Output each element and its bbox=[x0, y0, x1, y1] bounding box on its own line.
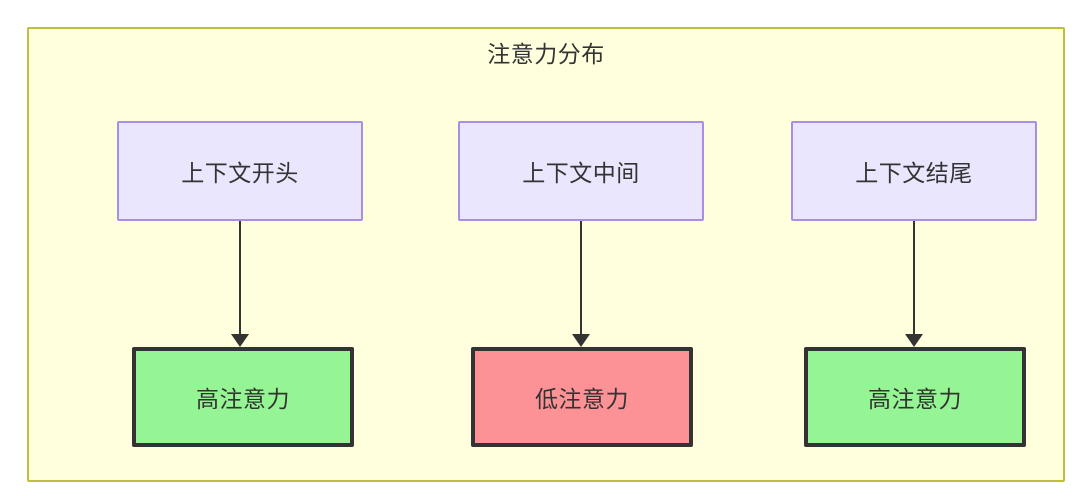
node-context-end-label: 上下文结尾 bbox=[855, 160, 973, 186]
edge-start-to-high-attention-line bbox=[239, 221, 241, 335]
node-context-middle-label: 上下文中间 bbox=[522, 160, 640, 186]
node-low-attention-middle-label: 低注意力 bbox=[535, 386, 629, 412]
edge-end-to-high-attention-line bbox=[913, 221, 915, 335]
node-high-attention-end[interactable]: 高注意力 bbox=[804, 347, 1026, 447]
node-low-attention-middle[interactable]: 低注意力 bbox=[471, 347, 693, 447]
node-high-attention-start[interactable]: 高注意力 bbox=[132, 347, 354, 447]
arrow-head-icon bbox=[905, 334, 923, 347]
node-context-middle[interactable]: 上下文中间 bbox=[458, 121, 704, 221]
node-high-attention-start-label: 高注意力 bbox=[196, 386, 290, 412]
node-context-start-label: 上下文开头 bbox=[181, 160, 299, 186]
arrow-head-icon bbox=[231, 334, 249, 347]
edge-middle-to-low-attention-line bbox=[580, 221, 582, 335]
node-high-attention-end-label: 高注意力 bbox=[868, 386, 962, 412]
attention-distribution-subgraph: 注意力分布 上下文开头 上下文中间 上下文结尾 高注意力 低注意力 高注意力 bbox=[27, 27, 1065, 482]
node-context-end[interactable]: 上下文结尾 bbox=[791, 121, 1037, 221]
subgraph-title: 注意力分布 bbox=[487, 41, 605, 67]
node-context-start[interactable]: 上下文开头 bbox=[117, 121, 363, 221]
arrow-head-icon bbox=[572, 334, 590, 347]
